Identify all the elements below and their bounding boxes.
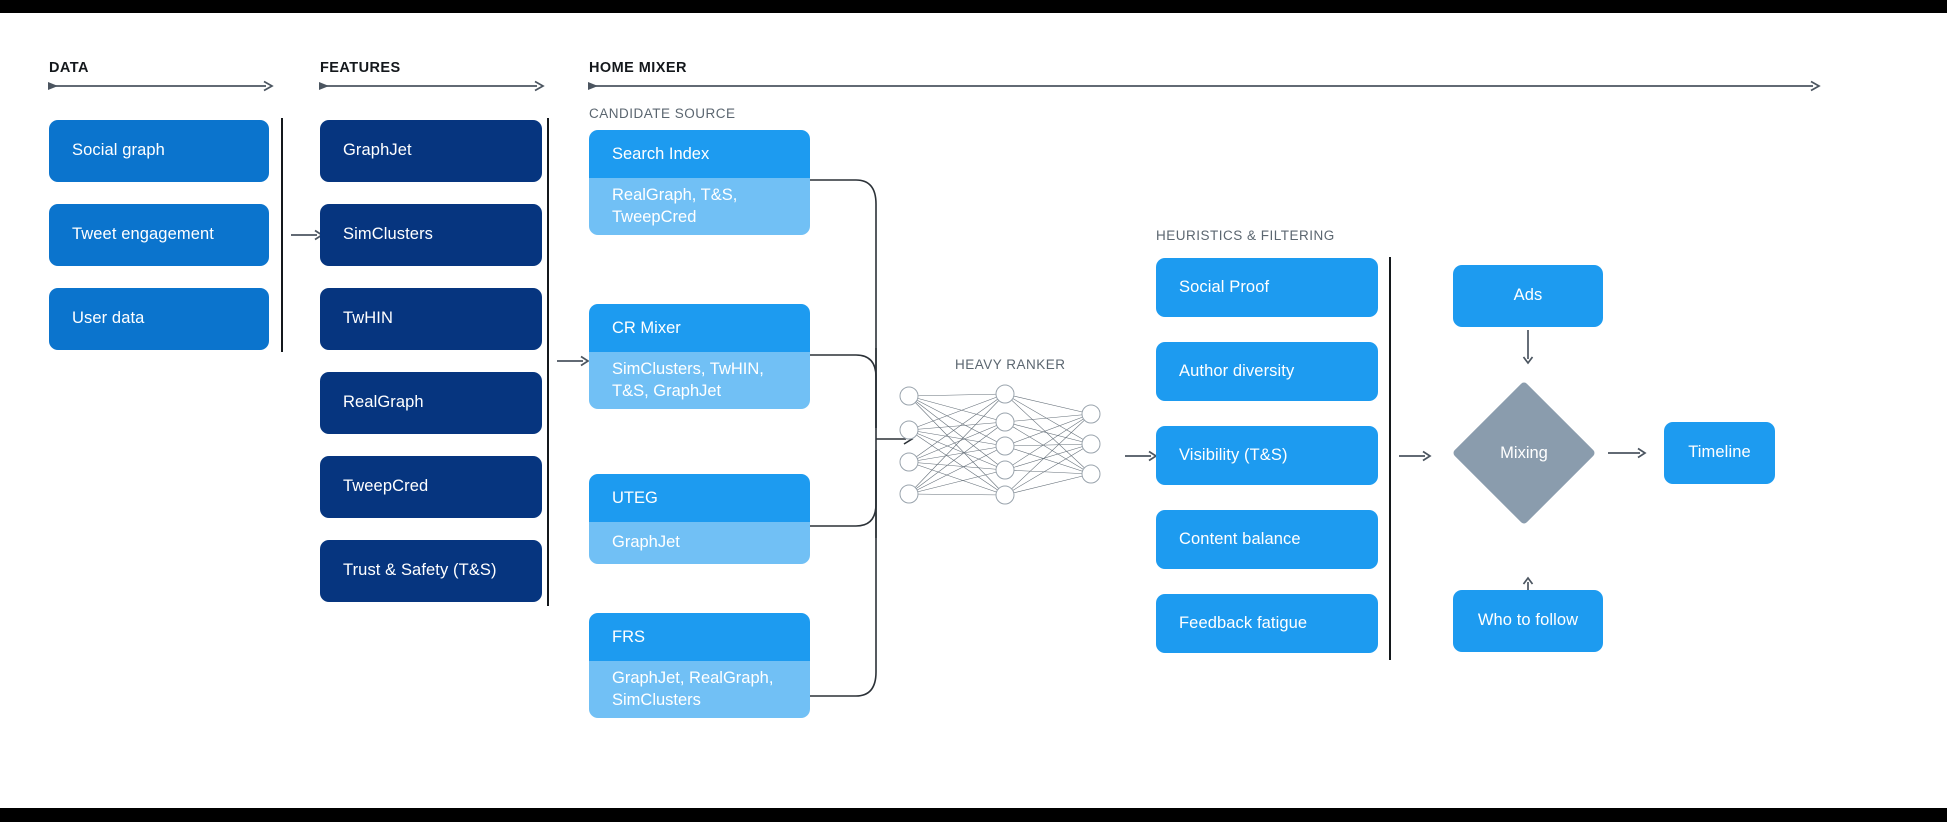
feature-box-simclusters[interactable]: SimClusters [320,204,542,266]
heavy-ranker-neural-network [895,382,1110,507]
section-header-home-mixer: HOME MIXER [589,60,687,76]
who-to-follow-box[interactable]: Who to follow [1453,590,1603,652]
feature-box-twhin[interactable]: TwHIN [320,288,542,350]
section-arrow-data [48,80,274,92]
heuristic-box-author-diversity[interactable]: Author diversity [1156,342,1378,401]
candidate-source-features: GraphJet [589,522,810,564]
letterbox-bottom [0,808,1947,822]
feature-box-tweepcred[interactable]: TweepCred [320,456,542,518]
candidate-source-title: UTEG [589,474,810,522]
candidate-source-title: CR Mixer [589,304,810,352]
arrow-ads-to-mixing [1522,330,1534,365]
heuristic-box-feedback-fatigue[interactable]: Feedback fatigue [1156,594,1378,653]
sublabel-heuristics-filtering: HEURISTICS & FILTERING [1156,228,1335,243]
section-arrow-features [319,80,545,92]
sublabel-candidate-source: CANDIDATE SOURCE [589,106,736,121]
candidate-source-frs[interactable]: FRS GraphJet, RealGraph, SimClusters [589,613,810,718]
section-header-data: DATA [49,60,89,76]
divider-features-home-mixer [547,118,549,606]
section-arrow-home-mixer [588,80,1821,92]
candidate-source-title: Search Index [589,130,810,178]
candidate-source-features: SimClusters, TwHIN, T&S, GraphJet [589,352,810,409]
candidate-source-uteg[interactable]: UTEG GraphJet [589,474,810,564]
letterbox-top [0,0,1947,13]
heuristic-box-social-proof[interactable]: Social Proof [1156,258,1378,317]
mixing-diamond[interactable] [1451,380,1597,526]
divider-heuristics-mixing [1389,257,1391,660]
data-box-tweet-engagement[interactable]: Tweet engagement [49,204,269,266]
feature-box-trust-and-safety[interactable]: Trust & Safety (T&S) [320,540,542,602]
arrow-mixing-to-timeline [1608,447,1647,459]
candidate-source-title: FRS [589,613,810,661]
candidate-source-features: GraphJet, RealGraph, SimClusters [589,661,810,718]
candidate-source-search-index[interactable]: Search Index RealGraph, T&S, TweepCred [589,130,810,235]
feature-box-graphjet[interactable]: GraphJet [320,120,542,182]
arrow-heuristics-to-mixing [1399,450,1432,462]
ads-box[interactable]: Ads [1453,265,1603,327]
timeline-box[interactable]: Timeline [1664,422,1775,484]
candidate-source-features: RealGraph, T&S, TweepCred [589,178,810,235]
data-box-social-graph[interactable]: Social graph [49,120,269,182]
data-box-user-data[interactable]: User data [49,288,269,350]
feature-box-realgraph[interactable]: RealGraph [320,372,542,434]
arrow-features-to-candidate-source [557,355,590,367]
section-header-features: FEATURES [320,60,401,76]
candidate-source-cr-mixer[interactable]: CR Mixer SimClusters, TwHIN, T&S, GraphJ… [589,304,810,409]
sublabel-heavy-ranker: HEAVY RANKER [955,357,1066,372]
arrow-data-to-features [291,229,324,241]
heuristic-box-visibility[interactable]: Visibility (T&S) [1156,426,1378,485]
arrow-ranker-to-heuristics [1125,450,1158,462]
heuristic-box-content-balance[interactable]: Content balance [1156,510,1378,569]
divider-data-features [281,118,283,352]
